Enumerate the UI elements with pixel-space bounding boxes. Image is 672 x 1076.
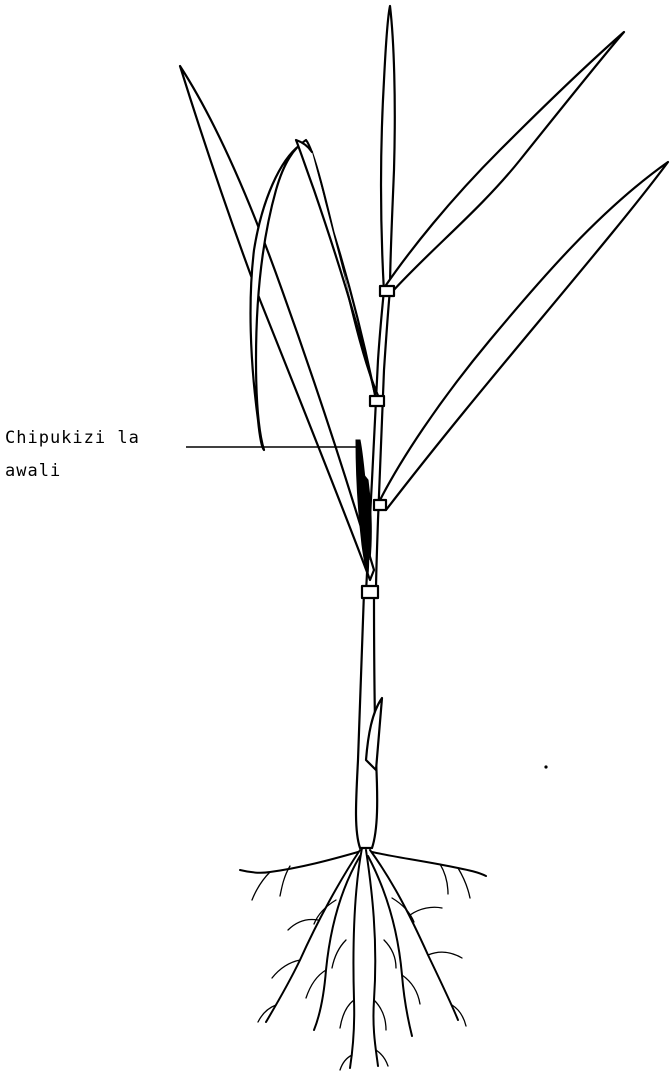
lower-stem xyxy=(356,592,382,848)
first-tiller-label-line-2: awali xyxy=(5,460,61,482)
first-tiller-shoot xyxy=(356,440,371,575)
leaf-lower-right xyxy=(378,162,668,510)
leaf-central-tall xyxy=(381,6,395,292)
root-system xyxy=(240,848,486,1070)
first-tiller-label-line-1: Chipukizi la xyxy=(5,427,140,449)
speck xyxy=(544,765,547,768)
leaf-left-long xyxy=(180,66,374,580)
